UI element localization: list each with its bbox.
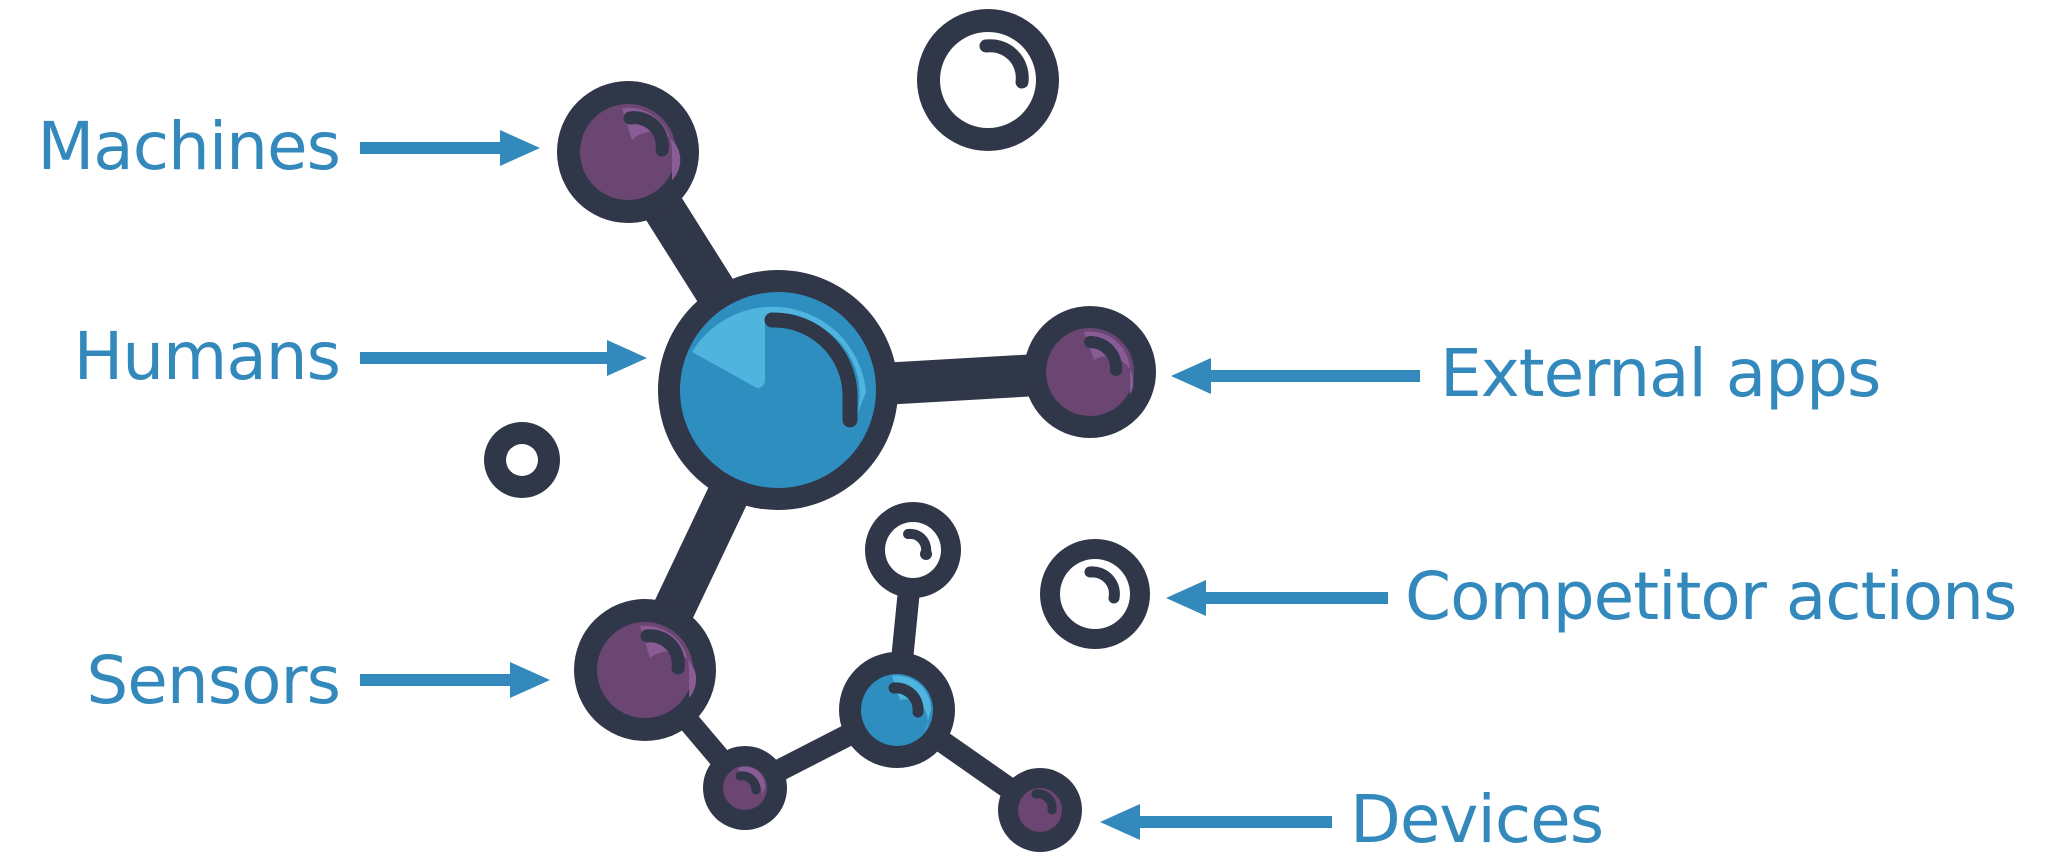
atom-devices — [998, 768, 1082, 852]
floating-atom-left — [484, 422, 560, 498]
label-competitor-actions: Competitor actions — [1405, 558, 2017, 635]
floating-atom-top — [917, 9, 1059, 151]
atom-blue-medium — [839, 652, 955, 768]
atom-external-apps — [1024, 306, 1156, 438]
atom-sensors — [574, 599, 716, 741]
label-external-apps: External apps — [1440, 335, 1881, 412]
atom-small-purple — [703, 746, 787, 830]
label-sensors: Sensors — [86, 642, 341, 719]
arrow-devices — [1100, 804, 1332, 840]
atom-machines — [557, 81, 699, 223]
label-devices: Devices — [1350, 781, 1604, 858]
label-machines: Machines — [37, 108, 341, 185]
arrow-machines — [360, 130, 540, 166]
label-humans: Humans — [73, 318, 341, 395]
floating-atom-right — [1040, 539, 1150, 649]
arrow-humans — [360, 340, 647, 376]
arrow-competitor-actions — [1166, 580, 1388, 616]
arrow-sensors — [360, 662, 550, 698]
atom-white-top — [865, 502, 961, 598]
arrows — [360, 130, 1420, 840]
arrow-external-apps — [1171, 358, 1420, 394]
atom-hub — [658, 270, 898, 510]
